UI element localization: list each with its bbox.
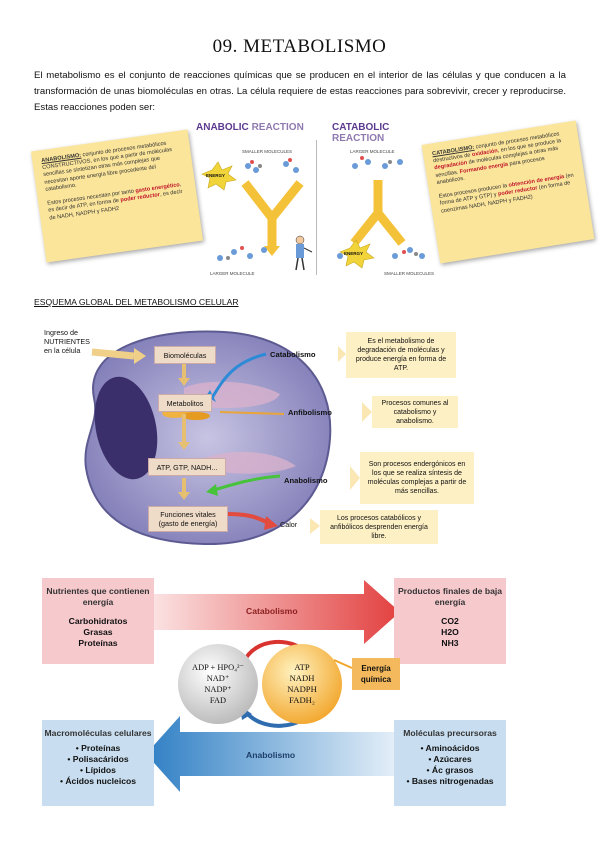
products-item-1: CO2: [441, 616, 459, 626]
info-catabolismo: Es el metabolismo de degradación de molé…: [346, 332, 456, 378]
box-atp: ATP, GTP, NADH...: [148, 458, 226, 476]
energy-label-left: ENERGY: [206, 173, 226, 178]
catabolism-arrow-label: Catabolismo: [246, 606, 298, 616]
reaction-figure-graphics: [201, 156, 425, 271]
label-catabolismo: Catabolismo: [270, 350, 316, 359]
catabolic-reaction-title: CATABOLIC REACTION: [332, 122, 440, 144]
intro-paragraph: El metabolismo es el conjunto de reaccio…: [34, 70, 566, 113]
orange-circle-line-4: FADH₂: [289, 695, 315, 705]
nutrients-title: Nutrientes que contienen energía: [46, 586, 150, 607]
energy-label-line-1: Energía: [361, 664, 391, 673]
precursor-title: Moléculas precursoras: [403, 728, 497, 738]
precursor-item-1: • Aminoácidos: [420, 743, 480, 753]
larger-molecule-label-left: LARGER MOLECULE: [210, 271, 255, 276]
anabolic-reaction-title: ANABOLIC REACTION: [196, 122, 304, 133]
smaller-molecules-label-right: SMALLER MOLECULES: [384, 271, 435, 276]
grey-circle-line-2: NAD⁺: [206, 674, 230, 683]
nutrients-item-2: Grasas: [83, 627, 113, 637]
info-anfibolismo: Procesos comunes al catabolismo y anabol…: [372, 396, 458, 428]
macro-item-2: • Polisacáridos: [67, 754, 129, 764]
products-item-3: NH3: [441, 638, 459, 648]
grey-circle-line-1: ADP + HPO₄²⁻: [192, 663, 244, 672]
anabolic-note: ANABOLISMO: conjunto de procesos metaból…: [30, 129, 204, 263]
macro-item-4: • Ácidos nucleicos: [59, 776, 137, 786]
page-title: 09. METABOLISMO: [212, 36, 387, 57]
nutrients-item-3: Proteínas: [78, 638, 118, 648]
catabolic-title-word: CATABOLIC: [332, 122, 390, 133]
grey-circle-line-3: NADP⁺: [204, 685, 232, 694]
reduced-coenzymes: ATP NADH NADPH FADH₂: [266, 662, 338, 706]
anabolic-note-text1: conjunto de procesos metabólicos CONSTRU…: [42, 140, 173, 193]
catabolic-note: CATABOLISMO: conjunto de procesos metabó…: [421, 120, 595, 264]
chemical-energy-box: Energía química: [352, 658, 400, 690]
anabolic-reaction-word: REACTION: [251, 122, 304, 133]
precursors-box: Moléculas precursoras • Aminoácidos • Az…: [394, 720, 506, 806]
box-biomoleculas: Biomoléculas: [154, 346, 216, 364]
section-heading: ESQUEMA GLOBAL DEL METABOLISMO CELULAR: [34, 297, 239, 307]
label-calor: Calor: [280, 520, 298, 529]
oxidized-coenzymes: ADP + HPO₄²⁻ NAD⁺ NADP⁺ FAD: [180, 662, 256, 706]
energy-label-right: ENERGY: [344, 251, 364, 256]
nutrients-box: Nutrientes que contienen energía Carbohi…: [42, 578, 154, 664]
products-item-2: H2O: [441, 627, 459, 637]
macro-title: Macromoléculas celulares: [44, 728, 152, 738]
precursor-item-4: • Bases nitrogenadas: [406, 776, 494, 786]
nutrients-item-1: Carbohidratos: [68, 616, 128, 626]
smaller-molecules-label: SMALLER MOLECULES: [242, 149, 293, 154]
orange-circle-line-2: NADH: [289, 673, 315, 683]
grey-circle-line-4: FAD: [209, 696, 227, 705]
products-box: Productos finales de baja energía CO2 H2…: [394, 578, 506, 664]
nutrient-intake-label: Ingreso de NUTRIENTES en la célula: [44, 328, 90, 355]
cell-diagram: Ingreso de NUTRIENTES en la célula Biomo…: [34, 318, 574, 558]
macromolecules-box: Macromoléculas celulares • Proteínas • P…: [42, 720, 154, 806]
orange-circle-line-3: NADPH: [287, 684, 317, 694]
metabolism-cycle-diagram: Nutrientes que contienen energía Carbohi…: [34, 572, 570, 806]
larger-molecule-label-right: LARGER MOLECULE: [350, 149, 395, 154]
label-anfibolismo: Anfibolismo: [288, 408, 332, 417]
info-calor: Los procesos catabólicos y anfibólicos d…: [320, 510, 438, 544]
products-title: Productos finales de baja energía: [397, 586, 503, 607]
catabolic-reaction-word: REACTION: [332, 133, 385, 144]
reaction-figure: ANABOLIC REACTION CATABOLIC REACTION SMA…: [190, 118, 440, 283]
box-funciones-vitales: Funciones vitales (gasto de energía): [148, 506, 228, 532]
orange-circle-line-1: ATP: [294, 662, 310, 672]
precursor-item-2: • Azúcares: [428, 754, 472, 764]
energy-label-line-2: química: [360, 675, 392, 684]
box-metabolitos: Metabolitos: [158, 394, 212, 412]
cycle-graphics: [146, 580, 400, 792]
macro-item-3: • Lípidos: [80, 765, 116, 775]
figure-divider: [316, 140, 317, 275]
precursor-item-3: • Ác grasos: [426, 765, 474, 775]
label-anabolismo: Anabolismo: [284, 476, 328, 485]
anabolic-title-word: ANABOLIC: [196, 122, 249, 133]
info-anabolismo: Son procesos endergónicos en los que se …: [360, 452, 474, 504]
anabolism-arrow-label: Anabolismo: [246, 750, 296, 760]
macro-item-1: • Proteínas: [75, 743, 121, 753]
